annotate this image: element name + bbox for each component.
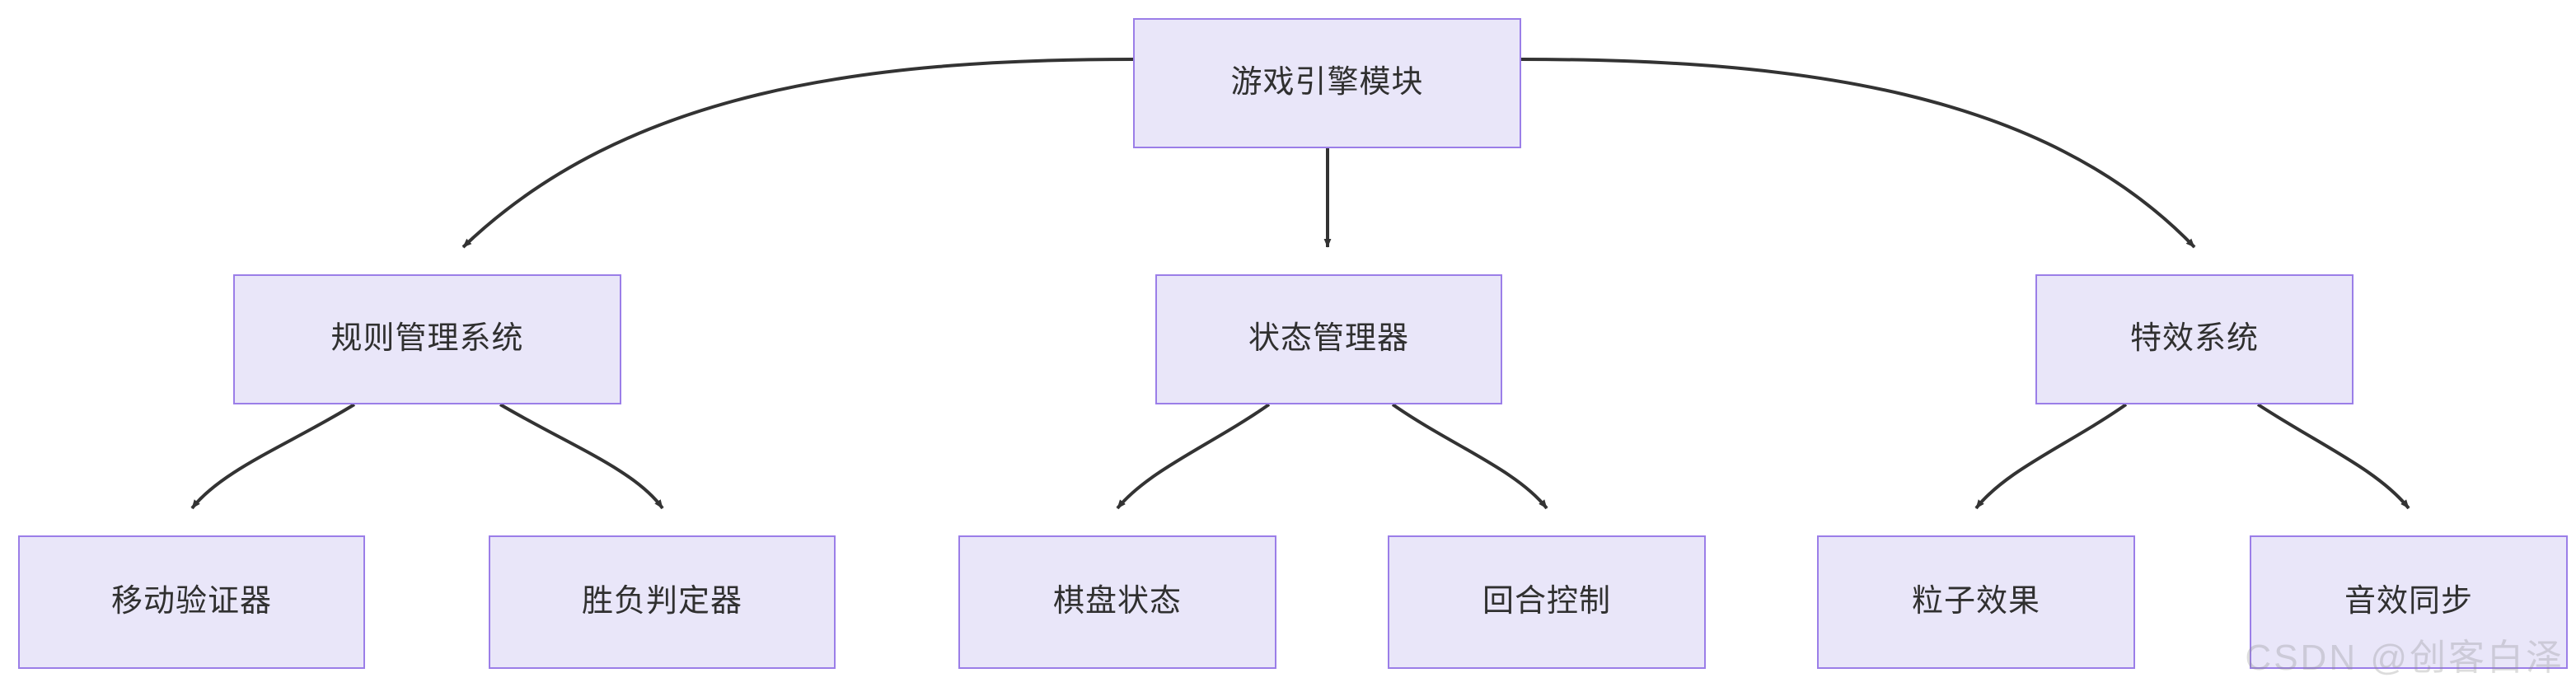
edge-effects-to-particle — [1974, 403, 2128, 510]
edge-effects-to-sound-sync — [2256, 403, 2410, 510]
node-label: 游戏引擎模块 — [1230, 65, 1424, 100]
node-label: 音效同步 — [2344, 584, 2473, 619]
node-state-manager[interactable]: 状态管理器 — [1155, 274, 1502, 404]
node-label: 移动验证器 — [110, 584, 272, 619]
node-turn-control[interactable]: 回合控制 — [1388, 535, 1706, 669]
edge-root-to-rules — [461, 58, 1134, 249]
node-effects-system[interactable]: 特效系统 — [2035, 274, 2354, 404]
node-board-state[interactable]: 棋盘状态 — [958, 535, 1276, 669]
node-label: 棋盘状态 — [1052, 584, 1182, 619]
node-sound-sync[interactable]: 音效同步 — [2250, 535, 2568, 669]
node-particle-effects[interactable]: 粒子效果 — [1817, 535, 2135, 669]
node-label: 状态管理器 — [1248, 321, 1409, 357]
edge-state-to-turn-control — [1391, 403, 1548, 510]
edge-state-to-board-state — [1116, 403, 1271, 510]
node-game-engine-module[interactable]: 游戏引擎模块 — [1133, 18, 1521, 148]
node-label: 特效系统 — [2129, 321, 2259, 357]
node-win-loss-determiner[interactable]: 胜负判定器 — [489, 535, 836, 669]
node-label: 回合控制 — [1482, 584, 1611, 619]
node-rule-management-system[interactable]: 规则管理系统 — [233, 274, 621, 404]
edge-root-to-effects — [1520, 58, 2196, 249]
node-label: 粒子效果 — [1911, 584, 2040, 619]
node-label: 规则管理系统 — [330, 321, 524, 357]
node-move-validator[interactable]: 移动验证器 — [18, 535, 365, 669]
edge-rules-to-winloss — [499, 403, 664, 510]
edge-rules-to-move-validator — [190, 403, 356, 510]
node-label: 胜负判定器 — [581, 584, 742, 619]
